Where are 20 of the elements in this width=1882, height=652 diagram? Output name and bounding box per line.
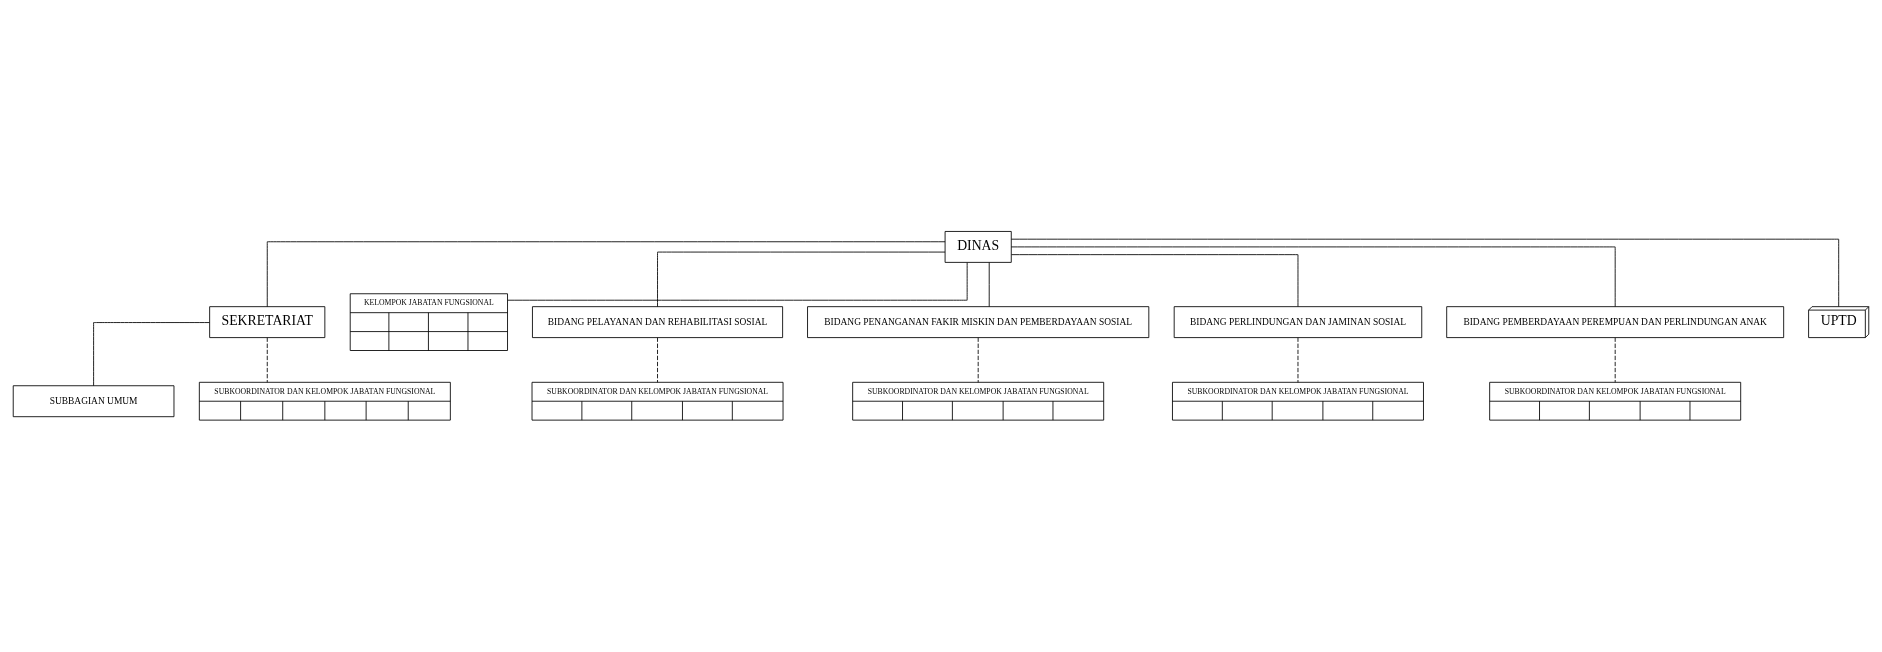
connector bbox=[657, 251, 946, 307]
connector bbox=[1297, 337, 1299, 383]
connector bbox=[977, 337, 979, 383]
node-box: SEKRETARIAT bbox=[209, 306, 326, 339]
connector bbox=[657, 337, 658, 383]
connector bbox=[266, 337, 268, 383]
connector bbox=[988, 262, 990, 307]
connector bbox=[1010, 238, 1840, 307]
node-box: BIDANG PERLINDUNGAN DAN JAMINAN SOSIAL bbox=[1173, 306, 1423, 339]
connector bbox=[1011, 254, 1299, 307]
node-box: BIDANG PENANGANAN FAKIR MISKIN DAN PEMBERDAYAAN SOSIAL bbox=[807, 306, 1150, 339]
connector bbox=[1010, 246, 1616, 307]
connector bbox=[93, 322, 210, 387]
node-box: DINAS bbox=[944, 231, 1012, 263]
node-box: BIDANG PELAYANAN DAN REHABILITASI SOSIAL bbox=[532, 306, 784, 339]
node-box: BIDANG PEMBERDAYAAN PEREMPUAN DAN PERLINDUNGAN ANAK bbox=[1446, 306, 1785, 339]
connector bbox=[507, 262, 968, 301]
node-box: SUBBAGIAN UMUM bbox=[12, 385, 175, 418]
connector bbox=[1614, 337, 1616, 383]
connector bbox=[266, 241, 946, 308]
